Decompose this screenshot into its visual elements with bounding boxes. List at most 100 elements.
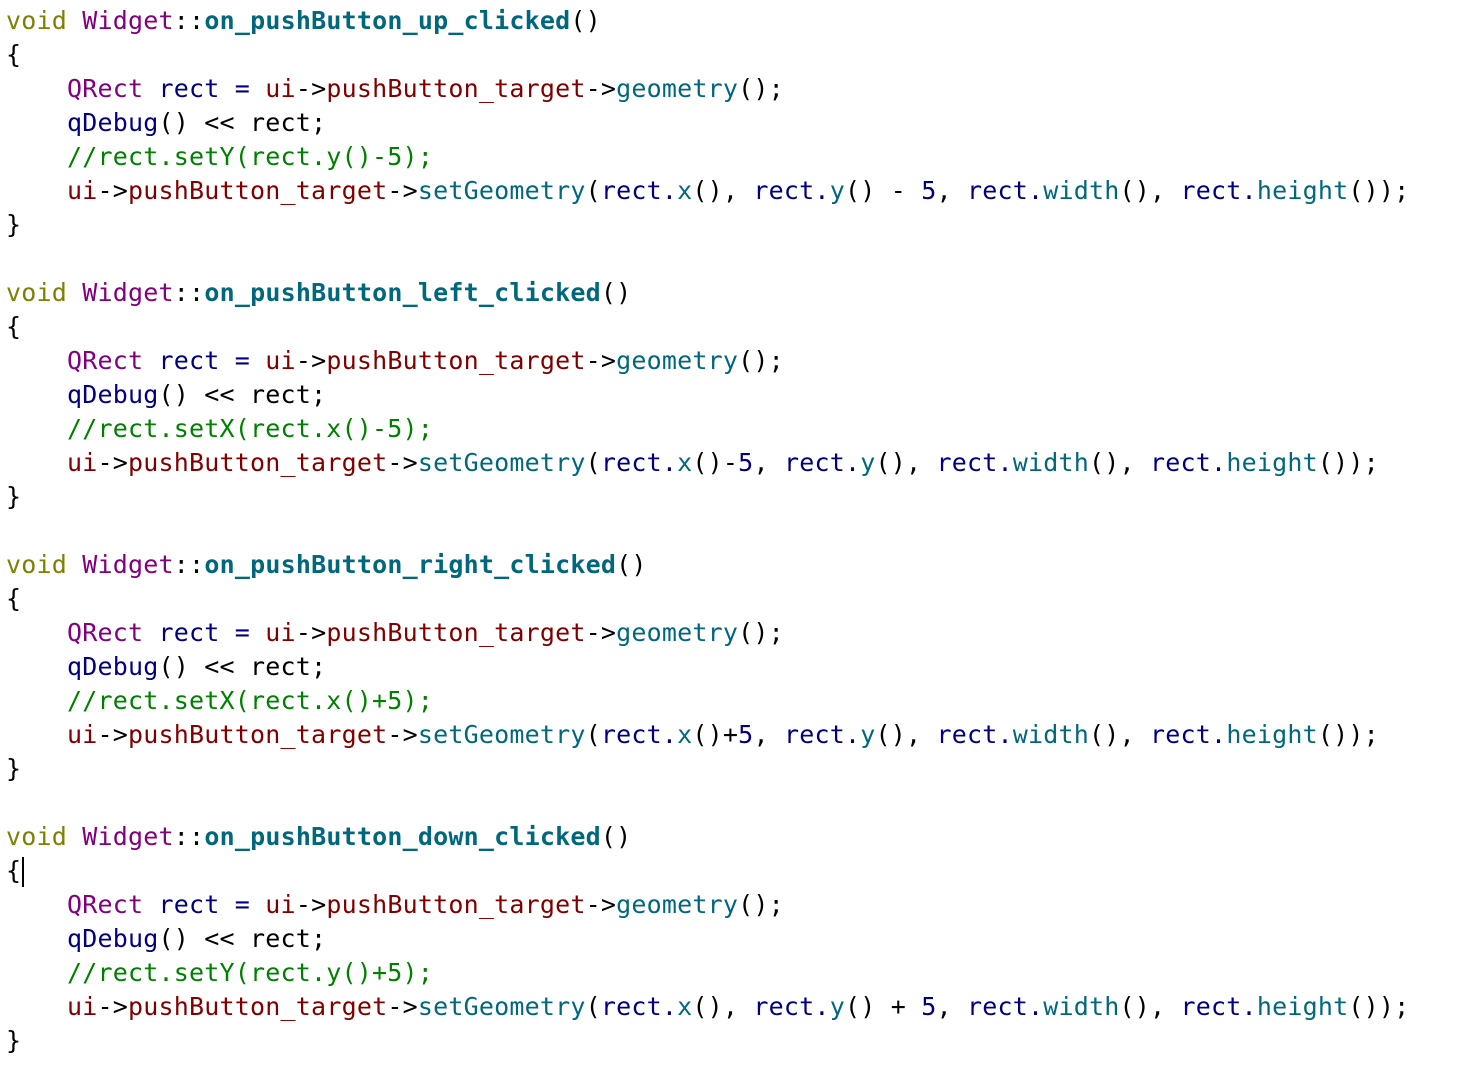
- code-token: ->: [295, 890, 327, 919]
- code-token: pushButton_target: [128, 448, 388, 477]
- code-token: rect.: [1150, 720, 1227, 749]
- code-line[interactable]: ui->pushButton_target->setGeometry(rect.…: [6, 718, 1456, 752]
- code-token: void: [6, 6, 68, 35]
- code-token: width: [1012, 448, 1090, 477]
- code-token: QRect: [67, 74, 144, 103]
- code-editor[interactable]: void Widget::on_pushButton_up_clicked(){…: [6, 4, 1456, 1062]
- code-token: [6, 176, 67, 205]
- code-token: rect.: [753, 992, 830, 1021]
- code-token: void: [6, 550, 68, 579]
- code-line[interactable]: //rect.setX(rect.x()+5);: [6, 684, 1456, 718]
- code-token: [6, 74, 67, 103]
- code-line[interactable]: {: [6, 38, 1456, 72]
- code-token: x: [677, 992, 693, 1021]
- code-token: rect.: [600, 720, 678, 749]
- code-token: qDebug: [67, 652, 159, 681]
- code-token: {: [6, 584, 22, 613]
- code-token: (),: [692, 992, 754, 1021]
- code-token: [6, 142, 67, 171]
- code-token: ->: [387, 720, 418, 749]
- code-token: rect.: [600, 176, 678, 205]
- code-line[interactable]: [6, 514, 1456, 548]
- code-line[interactable]: ui->pushButton_target->setGeometry(rect.…: [6, 446, 1456, 480]
- code-line[interactable]: {: [6, 310, 1456, 344]
- code-line[interactable]: qDebug() << rect;: [6, 106, 1456, 140]
- code-line[interactable]: void Widget::on_pushButton_up_clicked(): [6, 4, 1456, 38]
- code-token: qDebug: [67, 924, 159, 953]
- code-token: rect.: [1180, 176, 1257, 205]
- code-token: ui: [265, 74, 296, 103]
- code-token: ->: [295, 74, 327, 103]
- code-token: QRect: [67, 890, 144, 919]
- code-line[interactable]: ui->pushButton_target->setGeometry(rect.…: [6, 990, 1456, 1024]
- code-line[interactable]: }: [6, 752, 1456, 786]
- code-token: rect.: [1150, 448, 1227, 477]
- code-line[interactable]: QRect rect = ui->pushButton_target->geom…: [6, 888, 1456, 922]
- code-line[interactable]: QRect rect = ui->pushButton_target->geom…: [6, 616, 1456, 650]
- code-line[interactable]: {: [6, 854, 1456, 888]
- text-cursor: [22, 857, 25, 887]
- code-token: Widget: [82, 550, 174, 579]
- code-token: (),: [1119, 176, 1181, 205]
- code-token: (: [585, 448, 601, 477]
- code-token: 5: [921, 992, 937, 1021]
- code-token: QRect: [67, 618, 144, 647]
- code-token: rect =: [143, 618, 266, 647]
- code-token: height: [1226, 448, 1318, 477]
- code-token: (): [600, 822, 632, 851]
- code-token: y: [829, 176, 845, 205]
- code-token: geometry: [616, 346, 739, 375]
- code-token: y: [829, 992, 845, 1021]
- code-token: width: [1012, 720, 1090, 749]
- code-line[interactable]: //rect.setY(rect.y()+5);: [6, 956, 1456, 990]
- code-line[interactable]: }: [6, 480, 1456, 514]
- code-line[interactable]: }: [6, 208, 1456, 242]
- code-line[interactable]: {: [6, 582, 1456, 616]
- code-token: rect.: [600, 448, 678, 477]
- code-token: ->: [295, 618, 327, 647]
- code-token: [6, 108, 67, 137]
- code-token: (: [585, 176, 601, 205]
- code-token: QRect: [67, 346, 144, 375]
- code-token: ()-: [692, 448, 739, 477]
- code-token: (),: [875, 720, 937, 749]
- code-token: (: [585, 992, 601, 1021]
- code-token: geometry: [616, 890, 739, 919]
- code-token: [6, 346, 67, 375]
- code-token: on_pushButton_down_clicked: [204, 822, 601, 851]
- code-token: pushButton_target: [128, 720, 388, 749]
- code-token: [6, 958, 67, 987]
- code-token: rect =: [143, 74, 266, 103]
- code-line[interactable]: void Widget::on_pushButton_right_clicked…: [6, 548, 1456, 582]
- code-line[interactable]: void Widget::on_pushButton_left_clicked(…: [6, 276, 1456, 310]
- code-line[interactable]: [6, 786, 1456, 820]
- code-token: ,: [936, 992, 967, 1021]
- code-token: (): [570, 6, 601, 35]
- code-line[interactable]: QRect rect = ui->pushButton_target->geom…: [6, 72, 1456, 106]
- code-token: [6, 720, 67, 749]
- code-line[interactable]: QRect rect = ui->pushButton_target->geom…: [6, 344, 1456, 378]
- code-token: () << rect;: [158, 652, 327, 681]
- code-token: Widget: [82, 822, 174, 851]
- code-token: ui: [67, 992, 98, 1021]
- code-line[interactable]: void Widget::on_pushButton_down_clicked(…: [6, 820, 1456, 854]
- code-line[interactable]: ui->pushButton_target->setGeometry(rect.…: [6, 174, 1456, 208]
- code-token: x: [677, 176, 693, 205]
- code-token: ());: [1317, 720, 1379, 749]
- code-token: ui: [265, 890, 296, 919]
- code-token: rect.: [783, 720, 861, 749]
- code-token: width: [1043, 176, 1120, 205]
- code-token: [6, 448, 67, 477]
- code-line[interactable]: [6, 242, 1456, 276]
- code-line[interactable]: qDebug() << rect;: [6, 922, 1456, 956]
- code-token: ->: [387, 992, 418, 1021]
- code-line[interactable]: //rect.setX(rect.x()-5);: [6, 412, 1456, 446]
- code-line[interactable]: }: [6, 1024, 1456, 1058]
- code-token: x: [677, 720, 693, 749]
- code-line[interactable]: //rect.setY(rect.y()-5);: [6, 140, 1456, 174]
- code-token: height: [1256, 992, 1349, 1021]
- code-token: () << rect;: [158, 924, 327, 953]
- code-line[interactable]: qDebug() << rect;: [6, 378, 1456, 412]
- code-line[interactable]: qDebug() << rect;: [6, 650, 1456, 684]
- code-token: on_pushButton_left_clicked: [204, 278, 601, 307]
